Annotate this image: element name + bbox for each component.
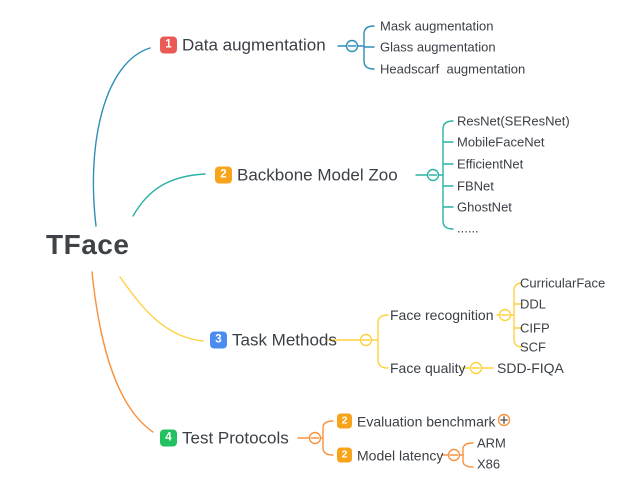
node-glass-augmentation[interactable]: Glass augmentation [380, 39, 496, 55]
node-headscarf-augmentation[interactable]: Headscarf augmentation [380, 61, 526, 77]
node-backbone-model-zoo[interactable]: 2 Backbone Model Zoo [215, 165, 398, 185]
subtopic-label: Evaluation benchmark [357, 413, 496, 429]
node-efficientnet[interactable]: EfficientNet [457, 156, 524, 172]
expand-plus-glyph [500, 416, 508, 424]
face-recognition-children-bracket [513, 282, 523, 348]
node-mobilefacenet[interactable]: MobileFaceNet [457, 134, 545, 150]
branch1-curve [92, 47, 151, 227]
branch3-connectors [119, 276, 523, 375]
branch4-curve [91, 271, 154, 433]
priority-badge-2: 2 [337, 447, 352, 463]
node-resnet[interactable]: ResNet(SEResNet) [457, 113, 570, 129]
node-cifp[interactable]: CIFP [520, 320, 550, 336]
topic-label: Task Methods [232, 330, 337, 350]
node-face-recognition[interactable]: Face recognition [390, 307, 494, 323]
model-latency-children-bracket [462, 442, 474, 468]
node-test-protocols[interactable]: 4 Test Protocols [160, 428, 289, 448]
priority-badge-2: 2 [337, 413, 352, 429]
node-evaluation-benchmark[interactable]: 2 Evaluation benchmark [337, 413, 496, 429]
topic-label: Test Protocols [182, 428, 289, 448]
priority-badge-2: 2 [215, 166, 232, 184]
node-arm[interactable]: ARM [477, 435, 506, 451]
branch3-curve [119, 276, 204, 342]
node-scf[interactable]: SCF [520, 339, 546, 355]
plus-glyph [500, 416, 508, 424]
node-face-quality[interactable]: Face quality [390, 360, 466, 376]
branch1-connectors [92, 25, 375, 227]
root-node-tface[interactable]: TFace [46, 231, 129, 259]
topic-label: Backbone Model Zoo [237, 165, 398, 185]
node-ddl[interactable]: DDL [520, 296, 547, 312]
root-label: TFace [46, 229, 130, 260]
node-model-latency[interactable]: 2 Model latency [337, 447, 444, 463]
node-data-augmentation[interactable]: 1 Data augmentation [160, 35, 326, 55]
node-ellipsis[interactable]: ...... [457, 220, 479, 236]
priority-badge-4: 4 [160, 429, 177, 447]
node-x86[interactable]: X86 [477, 456, 501, 472]
branch3-children-bracket [377, 314, 389, 369]
branch4-connectors [91, 271, 511, 468]
node-mask-augmentation[interactable]: Mask augmentation [380, 18, 494, 34]
branch2-curve [132, 173, 206, 217]
branch1-children-bracket [363, 25, 375, 70]
topic-label: Data augmentation [182, 35, 326, 55]
branch2-connectors [132, 120, 454, 230]
node-fbnet[interactable]: FBNet [457, 178, 494, 194]
node-ghostnet[interactable]: GhostNet [457, 199, 512, 215]
branch4-children-bracket [322, 420, 334, 456]
node-curricularface[interactable]: CurricularFace [520, 275, 606, 291]
priority-badge-1: 1 [160, 36, 177, 54]
node-task-methods[interactable]: 3 Task Methods [210, 330, 337, 350]
node-sdd-fiqa[interactable]: SDD-FIQA [497, 360, 564, 376]
branch2-children-bracket [442, 120, 454, 230]
priority-badge-3: 3 [210, 331, 227, 349]
subtopic-label: Model latency [357, 447, 444, 463]
